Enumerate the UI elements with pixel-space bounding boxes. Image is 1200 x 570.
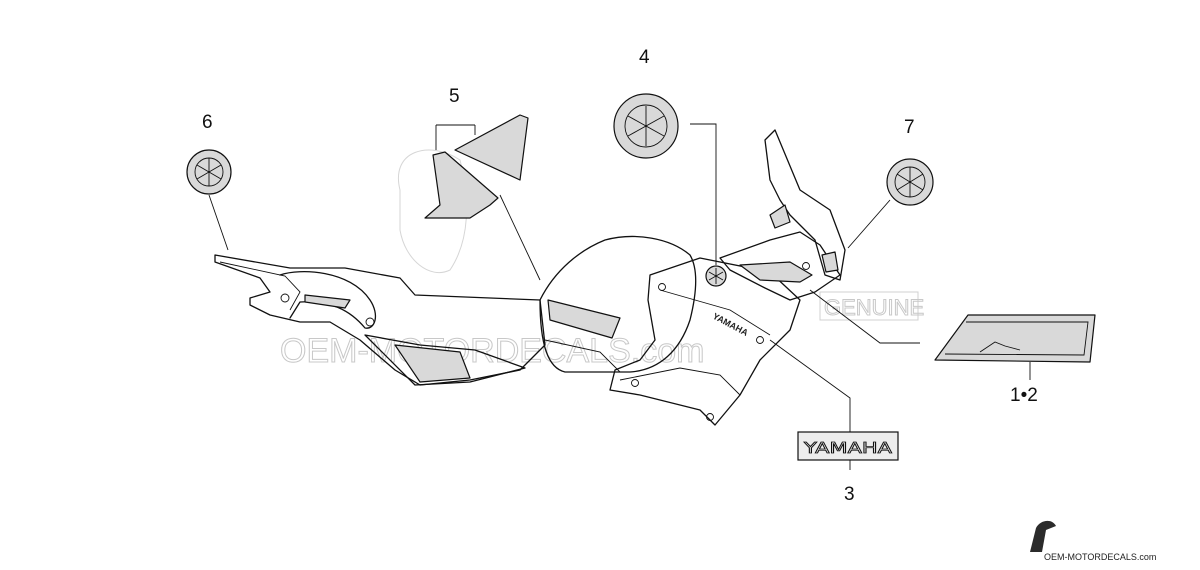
lower-rear-panel-shade [394, 344, 471, 383]
rear-side-panel [214, 254, 546, 386]
headlight-insert [821, 251, 839, 273]
watermark-genuine-text: GENUINE [824, 295, 924, 320]
mount-hole [365, 317, 375, 327]
lower-rear-panel [364, 334, 526, 386]
decal-1-2-mark [979, 341, 1021, 353]
decal-5-upper [454, 114, 529, 181]
mount-hole [631, 379, 639, 387]
tuning-fork-icon [896, 167, 924, 197]
upper-fairing [719, 231, 841, 301]
leader-1-2 [809, 289, 920, 344]
mirror-mount [769, 204, 791, 229]
decal-5: 5 [424, 86, 541, 281]
rear-panel-edge [219, 261, 301, 311]
tank-lower-edge [544, 339, 621, 373]
decal-1-2: 1•2 [809, 289, 1096, 406]
decal-6: 6 [186, 112, 232, 251]
decal-1-2-graphic [934, 314, 1096, 363]
leader-3 [769, 339, 851, 432]
decal-5-lower [424, 151, 499, 219]
decal-3-text: YAMAHA [803, 439, 893, 457]
watermark-emblem-outline [397, 149, 467, 274]
decal-3: YAMAHA 3 [769, 339, 899, 505]
mount-hole [280, 293, 290, 303]
leader-5 [435, 124, 476, 150]
watermark-genuine-box [819, 291, 919, 321]
cowl-emblem-mark [708, 268, 724, 284]
footer-brand: OEM-MOTORDECALS.com [1030, 520, 1156, 562]
leader-4 [690, 123, 717, 265]
decal-3-plate [797, 431, 899, 461]
mount-hole [706, 413, 714, 421]
callout-5: 5 [449, 86, 460, 107]
cowl-side-text: YAMAHA [711, 311, 750, 338]
tuning-fork-icon [196, 158, 222, 186]
leader-6 [208, 194, 229, 251]
leader-5-to-part [499, 194, 541, 281]
fairing-inner-shade [739, 261, 813, 283]
brand-logo-icon [1030, 520, 1056, 552]
footer-brand-text: OEM-MOTORDECALS.com [1044, 552, 1156, 562]
watermark-text: OEM-MOTORDECALS.com [280, 332, 704, 370]
watermark: OEM-MOTORDECALS.com GENUINE [280, 149, 925, 371]
callout-4: 4 [639, 47, 650, 68]
windscreen-edge [764, 129, 846, 281]
decal-1-2-inner [944, 321, 1089, 356]
fuel-tank [539, 235, 697, 373]
decal-7: 7 [847, 117, 934, 249]
decal-4-ring [624, 104, 668, 148]
callout-1-2: 1•2 [1010, 385, 1038, 406]
tuning-fork-icon [627, 106, 665, 146]
tank-knee-pad [547, 299, 621, 339]
callout-6: 6 [202, 112, 213, 133]
decal-4: 4 [613, 47, 717, 265]
mount-hole [802, 262, 810, 270]
mount-hole [756, 336, 764, 344]
cowl-line-lower [619, 367, 741, 396]
leader-7 [847, 199, 891, 249]
callout-7: 7 [904, 117, 915, 138]
callout-3: 3 [844, 484, 855, 505]
front-side-cowl [609, 257, 801, 426]
mount-hole [658, 283, 666, 291]
fairing-assembly: YAMAHA [214, 129, 846, 426]
rear-panel-slot [304, 294, 351, 309]
cowl-line [659, 289, 771, 336]
